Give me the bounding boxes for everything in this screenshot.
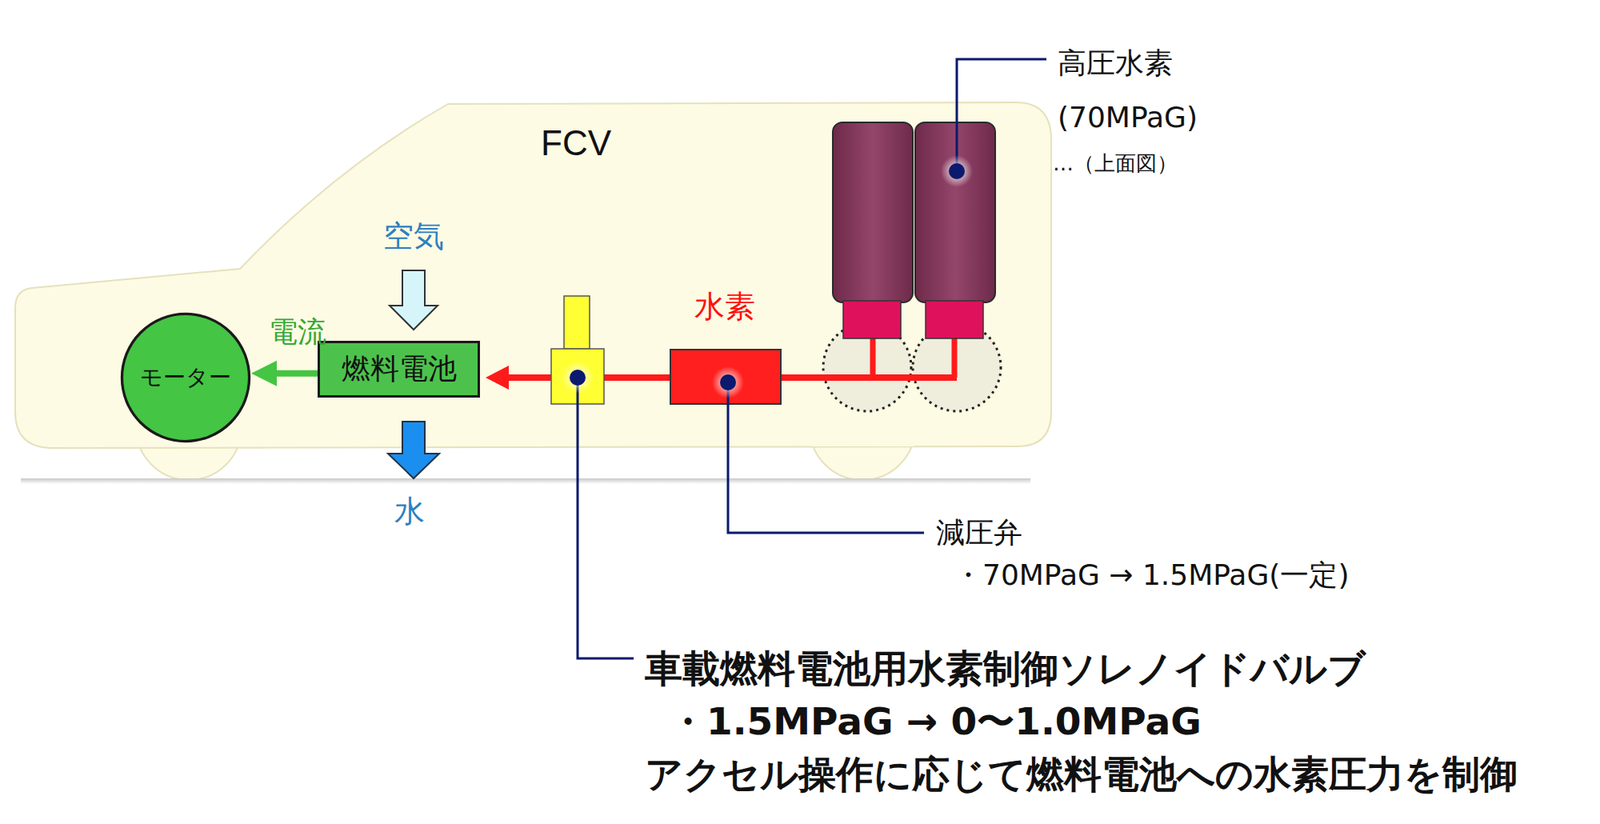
motor-circle: モーター — [120, 312, 252, 444]
air-label: 空気 — [383, 218, 444, 256]
hydrogen-arrowhead — [485, 365, 509, 390]
water-arrow — [388, 421, 440, 479]
tank-neck — [925, 300, 984, 339]
pressure-reducer — [670, 349, 781, 404]
valve-area-circle — [912, 323, 1001, 412]
tank-callout: 高圧水素 — [1057, 45, 1173, 80]
callout-dot — [948, 163, 965, 180]
water-label: 水 — [394, 493, 425, 531]
reducer-pressure: ・70MPaG → 1.5MPaG(一定) — [953, 557, 1349, 592]
callout-glow — [940, 155, 973, 188]
vehicle-label: FCV — [540, 123, 612, 164]
valve-area-circle — [823, 323, 912, 412]
tank-leader — [956, 59, 1047, 172]
reducer-leader — [728, 382, 924, 533]
ground-shadow — [20, 478, 1031, 484]
valve-function: アクセル操作に応じて燃料電池への水素圧力を制御 — [644, 752, 1518, 797]
air-arrow — [389, 270, 438, 330]
reducer-callout: 減圧弁 — [936, 515, 1023, 550]
car-body: FCV 燃料電池 モーター 電流 — [15, 102, 1052, 482]
valve-callout: 車載燃料電池用水素制御ソレノイドバルブ — [644, 646, 1366, 692]
wheel-blend — [811, 416, 914, 447]
fuel-cell-box: 燃料電池 — [317, 340, 480, 398]
callout-glow — [712, 366, 744, 399]
hydrogen-tank — [832, 122, 913, 303]
hydrogen-line — [505, 374, 957, 381]
node-label: 燃料電池 — [341, 349, 457, 389]
hydrogen-pipe — [872, 336, 955, 378]
car-silhouette — [15, 102, 1052, 448]
node-label: モーター — [140, 362, 232, 393]
tank-pressure: (70MPaG) — [1057, 100, 1198, 135]
valve-leader — [577, 377, 634, 659]
view-note: …（上面図） — [1052, 151, 1178, 176]
valve-pressure: ・1.5MPaG → 0〜1.0MPaG — [668, 699, 1202, 744]
hydrogen-label: 水素 — [694, 288, 756, 326]
solenoid-coil — [564, 296, 590, 349]
solenoid-valve — [551, 348, 604, 404]
hydrogen-tank — [915, 122, 996, 303]
tank-neck — [843, 300, 901, 339]
callout-glow — [561, 361, 594, 394]
edge-label: 電流 — [268, 312, 327, 352]
callout-dot — [720, 374, 736, 391]
callout-dot — [569, 369, 586, 386]
current-arrow — [276, 370, 318, 377]
